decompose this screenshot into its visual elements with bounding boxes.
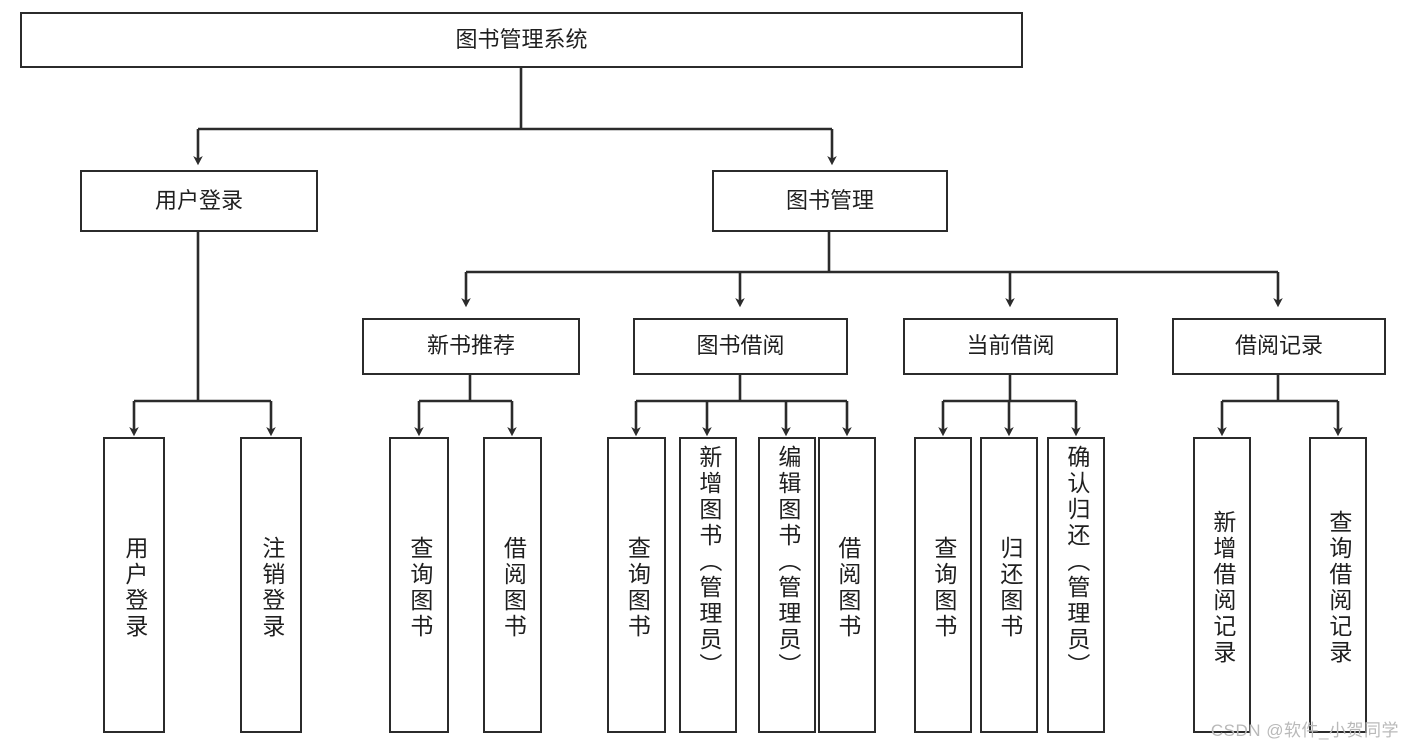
node-borrow-record-label: 借阅记录: [1234, 333, 1323, 359]
leaf-borrow-book-2[interactable]: 借阅图书: [818, 437, 876, 733]
leaf-edit-book-admin-label: 编辑图书（管理员）: [774, 445, 801, 679]
leaf-confirm-return-admin-label: 确认归还（管理员）: [1063, 445, 1090, 679]
leaf-edit-book-admin[interactable]: 编辑图书（管理员）: [758, 437, 816, 733]
node-root-label: 图书管理系统: [455, 26, 588, 52]
leaf-logout-login-label: 注销登录: [258, 536, 285, 640]
leaf-add-book-admin-label: 新增图书（管理员）: [695, 445, 722, 679]
leaf-query-borrow-record-label: 查询借阅记录: [1325, 510, 1352, 666]
node-new-book-recommend[interactable]: 新书推荐: [362, 318, 580, 375]
node-book-borrow[interactable]: 图书借阅: [633, 318, 848, 375]
node-new-book-recommend-label: 新书推荐: [426, 333, 515, 359]
node-book-borrow-label: 图书借阅: [696, 333, 785, 359]
leaf-query-book-2-label: 查询图书: [624, 536, 651, 640]
watermark-text: CSDN @软件_小贺同学: [1210, 721, 1399, 740]
leaf-return-book-label: 归还图书: [996, 536, 1023, 640]
node-current-borrow[interactable]: 当前借阅: [903, 318, 1118, 375]
leaf-query-book-1[interactable]: 查询图书: [389, 437, 449, 733]
node-borrow-record[interactable]: 借阅记录: [1172, 318, 1386, 375]
node-book-manage-label: 图书管理: [785, 187, 874, 213]
leaf-user-login-label: 用户登录: [121, 536, 148, 640]
node-root[interactable]: 图书管理系统: [20, 12, 1023, 68]
leaf-query-book-3[interactable]: 查询图书: [914, 437, 972, 733]
leaf-query-book-2[interactable]: 查询图书: [607, 437, 666, 733]
leaf-borrow-book-2-label: 借阅图书: [834, 536, 861, 640]
leaf-borrow-book-1-label: 借阅图书: [500, 536, 527, 640]
node-book-manage[interactable]: 图书管理: [712, 170, 948, 232]
leaf-confirm-return-admin[interactable]: 确认归还（管理员）: [1047, 437, 1105, 733]
leaf-borrow-book-1[interactable]: 借阅图书: [483, 437, 542, 733]
leaf-query-borrow-record[interactable]: 查询借阅记录: [1309, 437, 1367, 733]
node-user-login[interactable]: 用户登录: [80, 170, 318, 232]
leaf-logout-login[interactable]: 注销登录: [240, 437, 302, 733]
leaf-query-book-3-label: 查询图书: [930, 536, 957, 640]
leaf-add-borrow-record[interactable]: 新增借阅记录: [1193, 437, 1251, 733]
leaf-add-borrow-record-label: 新增借阅记录: [1209, 510, 1236, 666]
node-current-borrow-label: 当前借阅: [966, 333, 1055, 359]
leaf-user-login[interactable]: 用户登录: [103, 437, 165, 733]
leaf-add-book-admin[interactable]: 新增图书（管理员）: [679, 437, 737, 733]
leaf-query-book-1-label: 查询图书: [406, 536, 433, 640]
node-user-login-label: 用户登录: [154, 187, 243, 213]
leaf-return-book[interactable]: 归还图书: [980, 437, 1038, 733]
